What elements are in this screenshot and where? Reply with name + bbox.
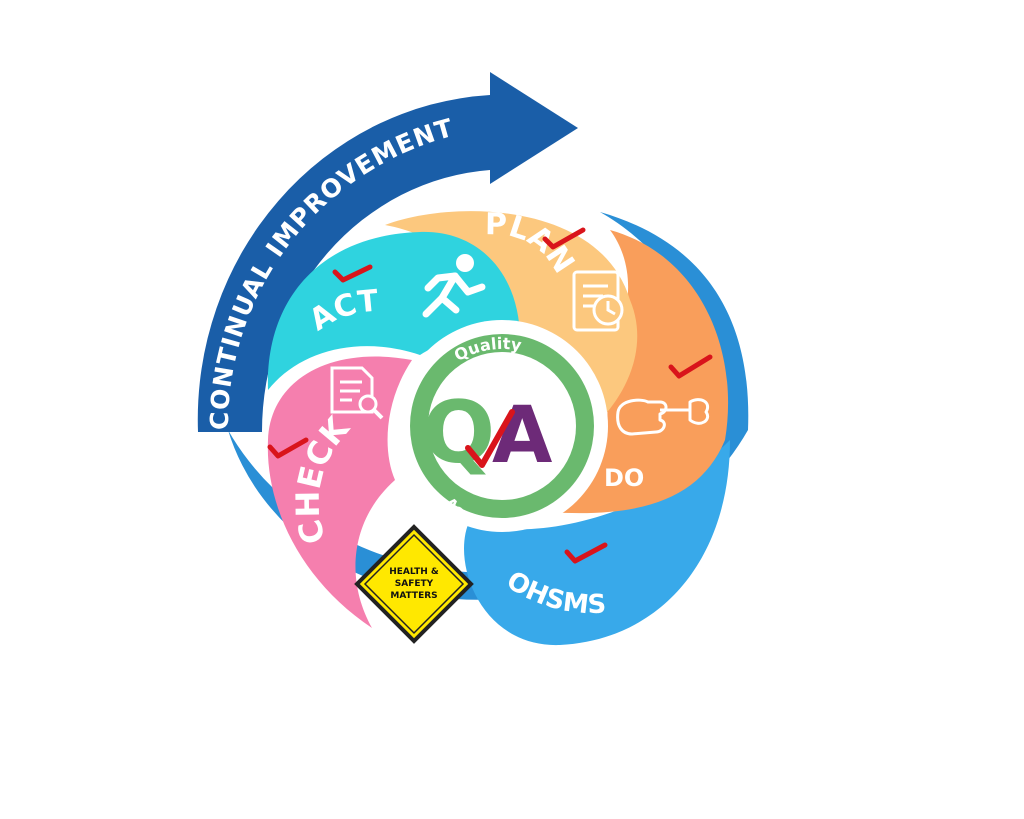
check-segment	[267, 356, 412, 628]
ohsms-check-mark-icon	[564, 542, 608, 564]
check-check-mark-icon	[267, 437, 309, 459]
act-check-mark-icon	[332, 264, 373, 283]
do-segment	[548, 230, 729, 514]
logo-red-check-icon	[465, 409, 515, 468]
sign-line-3: MATTERS	[390, 591, 437, 601]
qa-logo: Q A	[422, 383, 552, 483]
act-segment	[267, 231, 520, 390]
logo-q: Q	[422, 383, 495, 483]
running-person-icon	[422, 254, 486, 318]
sign-line-2: SAFETY	[395, 579, 434, 589]
health-safety-sign: HEALTH & SAFETY MATTERS	[354, 524, 474, 644]
sign-line-1: HEALTH &	[389, 567, 439, 577]
do-check-mark-icon	[668, 354, 713, 379]
qa-badge: Quality Assurance Q A	[396, 320, 608, 534]
hand-wrench-icon	[616, 398, 709, 436]
plan-check-mark-icon	[542, 227, 586, 250]
logo-a: A	[492, 391, 552, 481]
search-document-icon	[330, 366, 384, 420]
schedule-document-icon	[572, 270, 624, 332]
do-label: DO	[604, 464, 644, 492]
check-marks	[267, 227, 713, 564]
